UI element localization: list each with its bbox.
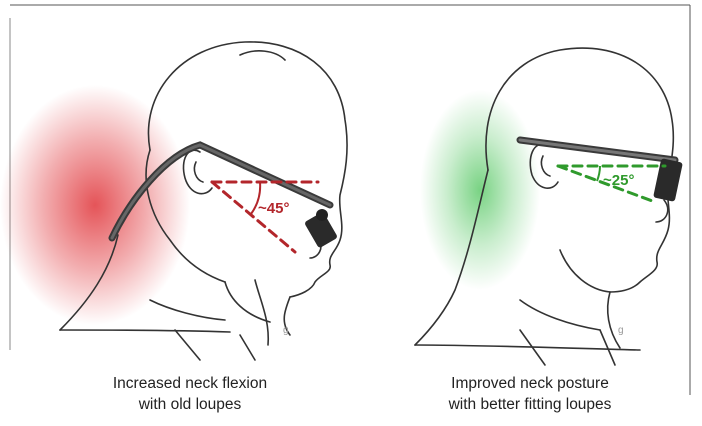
left-signature-mark: ɡ — [283, 325, 289, 336]
left-angle-label: ~45° — [258, 200, 289, 217]
left-caption-line2: with old loupes — [60, 394, 320, 415]
left-caption-line1: Increased neck flexion — [60, 373, 320, 394]
right-caption-line1: Improved neck posture — [390, 373, 670, 394]
neck-strain-glow-green — [420, 90, 540, 290]
right-angle-arc — [597, 166, 600, 181]
neck-strain-glow-red — [0, 85, 190, 325]
right-angle-label: ~25° — [603, 172, 634, 189]
right-caption-line2: with better fitting loupes — [390, 394, 670, 415]
left-caption: Increased neck flexion with old loupes — [60, 373, 320, 415]
right-signature-mark: ɡ — [618, 325, 624, 336]
right-caption: Improved neck posture with better fittin… — [390, 373, 670, 415]
